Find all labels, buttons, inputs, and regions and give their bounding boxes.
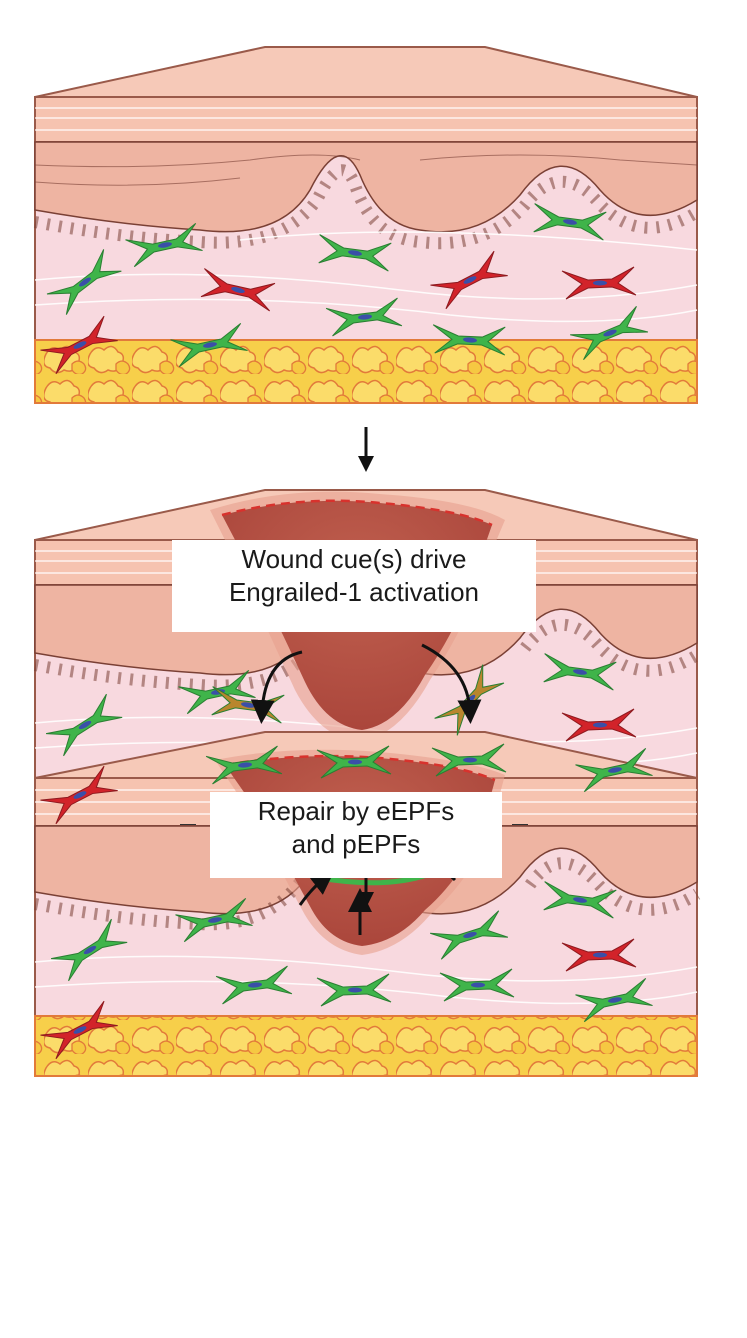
basal-cells [525,857,701,916]
green-fibroblast [50,918,128,982]
green-fibroblast [543,653,617,691]
repair-line-1: Repair by eEPFs [257,796,455,826]
panel-intact-skin [33,46,701,404]
red-fibroblast [561,266,637,300]
red-fibroblast [40,315,118,375]
green-fibroblast [570,306,649,361]
basal-cells [33,878,305,931]
repair-line-2: and pEPFs [291,829,421,859]
green-fibroblast [575,977,653,1023]
green-fibroblast [318,234,392,272]
red-fibroblast [561,938,637,972]
green-fibroblast [431,743,507,777]
wound-cue-line-2: Engrailed-1 activation [228,577,480,607]
fat-layer [34,1015,698,1077]
activation-arrows [250,643,482,724]
red-fibroblast [200,268,276,312]
wound-cue-line-1: Wound cue(s) drive [241,544,467,574]
green-fibroblast [175,897,253,943]
green-fibroblast [325,297,403,337]
green-fibroblast [430,910,509,960]
wound-edge [224,754,496,782]
green-fibroblast [46,249,122,315]
epidermis-top [34,46,698,98]
repair-label: Repair by eEPFs and pEPFs [210,792,502,878]
green-fibroblast [439,968,515,1002]
green-fibroblast [533,203,607,241]
green-fibroblast [205,745,283,785]
basal-cells [33,637,324,692]
green-fibroblast [316,973,392,1007]
red-fibroblast [40,765,118,825]
wound-edge [221,499,493,527]
step-arrow-1 [358,427,374,472]
wound-cue-label: Wound cue(s) drive Engrailed-1 activatio… [172,540,536,632]
green-fibroblast [45,693,123,757]
green-fibroblast [543,881,617,919]
green-fibroblast [316,745,392,779]
epidermis-band [34,96,698,143]
red-fibroblast [40,1000,118,1060]
green-fibroblast [575,747,653,793]
fat-layer [34,339,698,404]
red-fibroblast [561,708,637,742]
green-fibroblast [170,322,248,368]
green-fibroblast [215,965,293,1005]
green-fibroblast [125,222,203,268]
red-fibroblast [430,250,508,310]
fibroblast-cells [40,203,653,1060]
green-fibroblast [432,324,506,356]
